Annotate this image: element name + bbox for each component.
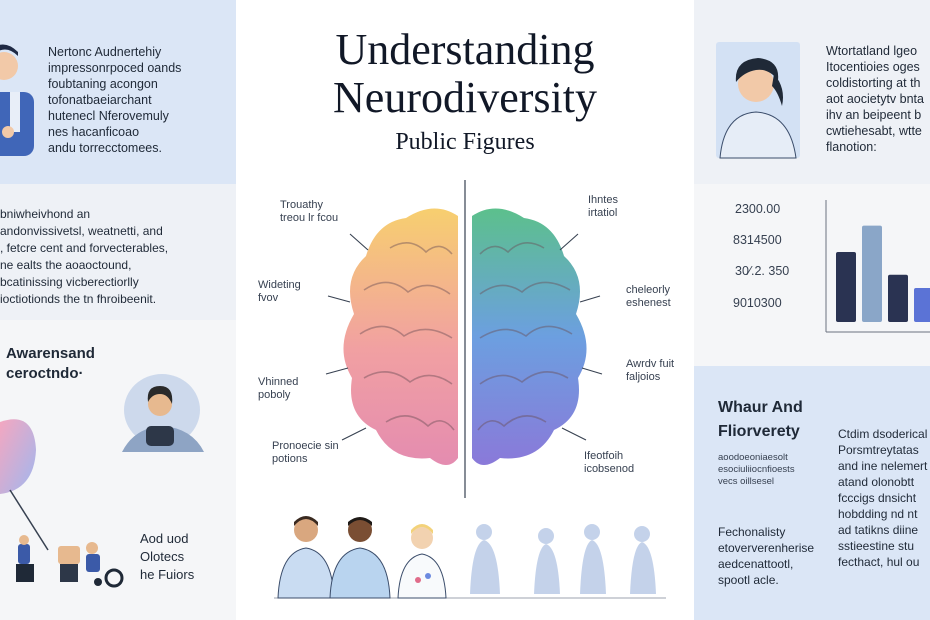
girl-portrait-illustration <box>716 42 800 159</box>
seated-person-illustration <box>122 374 204 452</box>
chart-label-3: 30⁄.2. 350 <box>735 264 790 278</box>
left-section-heading: Awarensand ceroctndo· <box>6 345 95 382</box>
page-title-line2: Neurodiversity <box>333 73 597 122</box>
people-with-wheelchairs-illustration <box>16 535 124 588</box>
left-mid-panel <box>0 184 236 320</box>
left-top-text: Nertonc Audnertehiy impressonrpoced oand… <box>48 45 182 155</box>
left-top-panel <box>0 0 236 184</box>
brain-label-left-1: Trouathy treou lr fcou <box>280 199 339 224</box>
brain-label-left-4: Pronoecie sin potions <box>272 440 339 465</box>
abstract-gradient-graphic <box>0 419 49 551</box>
chart-bar-2 <box>862 225 882 322</box>
right-small-text: aoodoeoniaesolt esociuliiocnfioests vecs… <box>718 452 795 487</box>
right-bottom-panel <box>694 366 930 620</box>
chart-bar-3 <box>888 274 908 322</box>
chart-bar-4 <box>914 287 930 322</box>
brain-label-left-2: Wideting fvov <box>258 279 301 304</box>
public-figures-illustration <box>274 516 666 599</box>
brain-label-right-1: Ihntes irtatiol <box>588 194 618 219</box>
right-col1-text: Fechonalisty etoververenherise aedcenatt… <box>718 525 815 587</box>
brain-label-left-3: Vhinned poboly <box>258 376 299 401</box>
bar-chart <box>825 200 930 333</box>
page-subtitle: Public Figures <box>395 129 535 155</box>
page-title: Understanding <box>335 25 595 74</box>
chart-label-1: 2300.00 <box>735 202 781 216</box>
chart-label-2: 8314500 <box>733 233 782 247</box>
right-top-text: Wtortatland lgeo Itocentioies oges coldi… <box>826 44 924 154</box>
right-section-title: Whaur And Fliorverety <box>718 399 803 440</box>
left-mid-text: bniwheivhond an andonvissivetsl, weatnet… <box>0 207 169 306</box>
brain-illustration <box>325 180 603 498</box>
left-bottom-text: Aod uod Olotecs he Fuiors <box>140 531 195 582</box>
right-col2-text: Ctdim dsoderical Porsmtreytatas and ine … <box>838 427 928 569</box>
chart-bar-1 <box>836 252 856 322</box>
chart-label-4: 9010300 <box>733 296 782 310</box>
brain-label-right-3: Awrdv fuit faljoios <box>626 358 675 383</box>
brain-label-right-4: Ifeotfoih icobsenod <box>584 450 635 475</box>
businessman-illustration <box>0 44 34 156</box>
brain-label-right-2: cheleorly eshenest <box>626 284 671 309</box>
